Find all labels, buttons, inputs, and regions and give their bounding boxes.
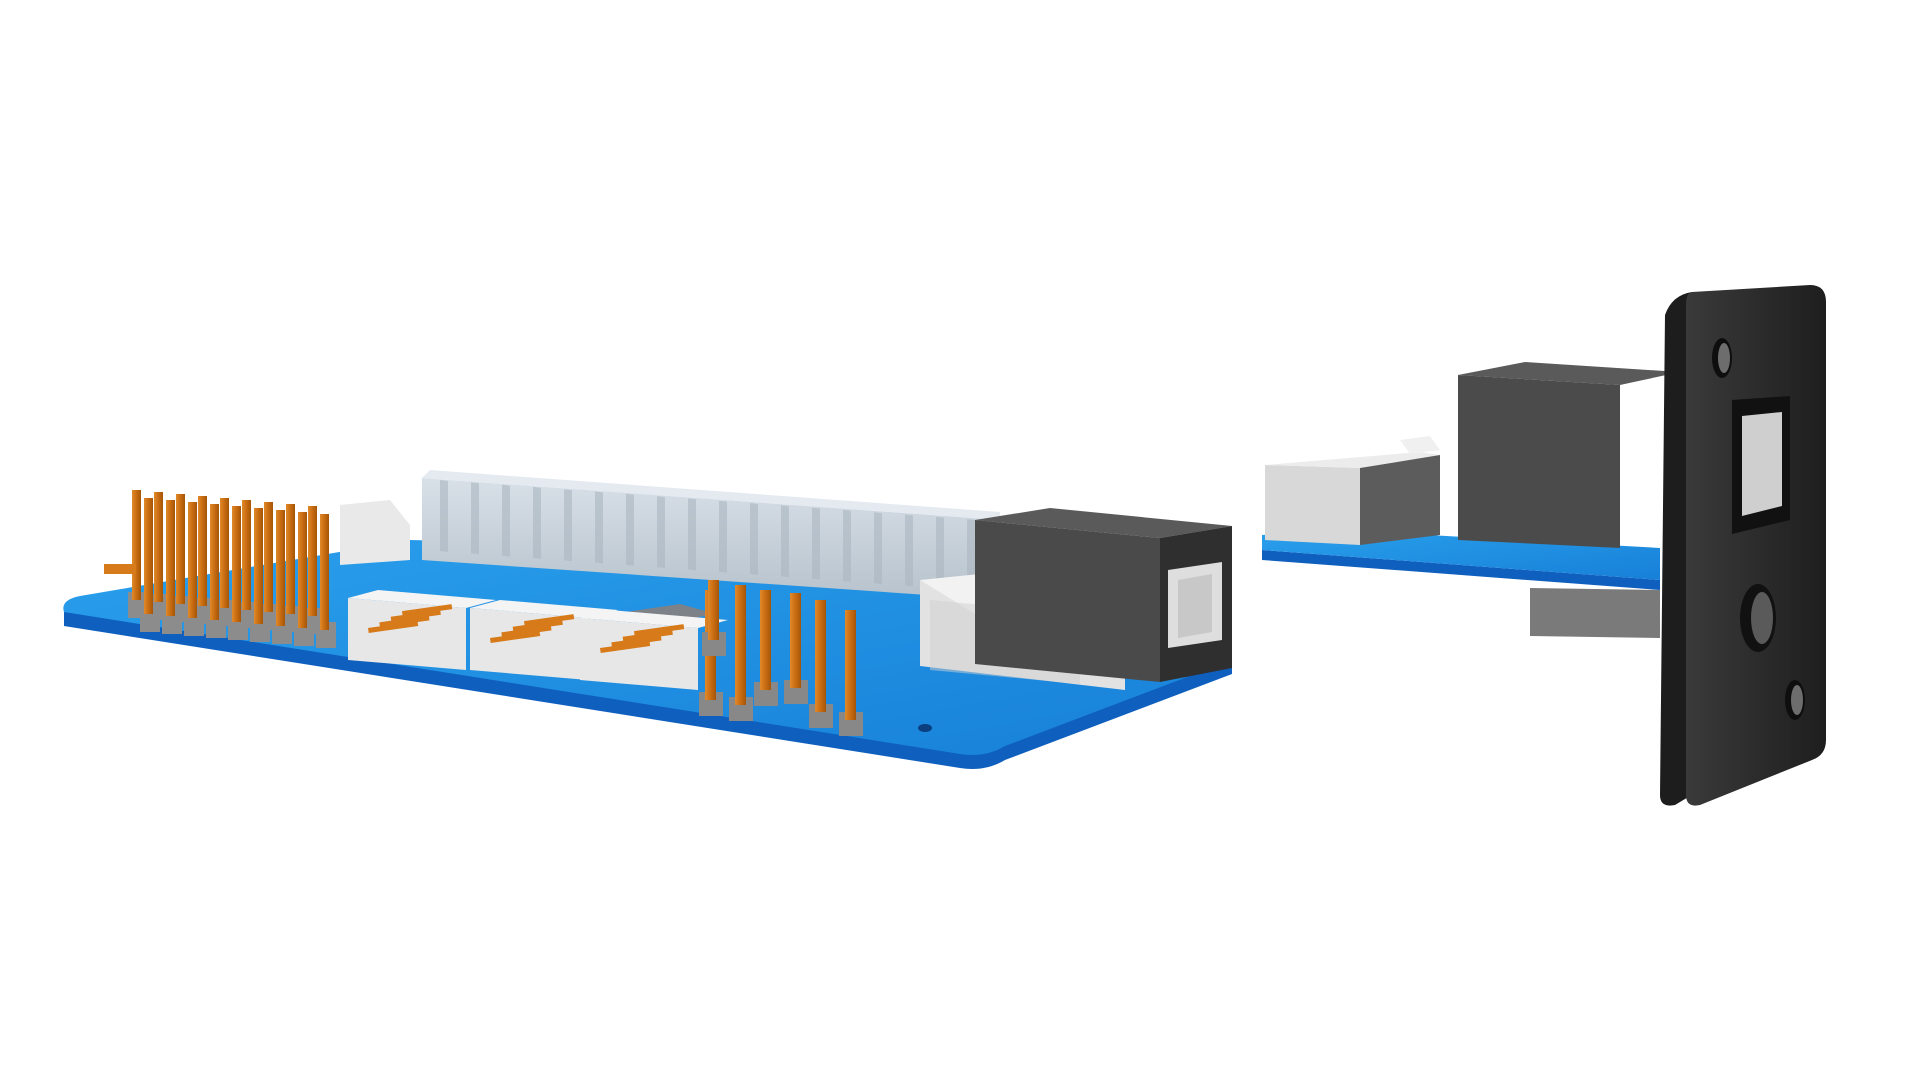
header-pin [176, 494, 185, 604]
header-pin [254, 508, 263, 624]
header-pin [154, 492, 163, 602]
terminal-ridge [874, 512, 882, 585]
terminal-ridge [533, 486, 541, 559]
jst-pin [622, 629, 673, 642]
jst-pin [390, 609, 441, 622]
jst-connector-top [580, 610, 728, 628]
jst-connector-body [470, 608, 588, 680]
header-pin [276, 510, 285, 626]
jst-connector-top [348, 590, 496, 608]
header-pin [144, 498, 153, 614]
header-pin [242, 500, 251, 610]
jst-pin [523, 614, 575, 627]
header-pin [166, 500, 175, 616]
terminal-block-strip [422, 470, 1000, 600]
terminal-ridge [471, 482, 479, 555]
rear-white-connector [340, 500, 410, 565]
panel-usb-housing-top [1458, 362, 1680, 385]
bezel-face [1686, 285, 1826, 806]
terminal-ridge [657, 496, 665, 569]
header-pin [264, 502, 273, 612]
header-pin [308, 506, 317, 616]
middle-pin-headers [699, 580, 863, 736]
usb-port-side [975, 520, 1160, 682]
panel-white-connector-top [1265, 452, 1440, 468]
panel-connector-side [1360, 455, 1440, 545]
terminal-ridge [812, 507, 820, 580]
header-pin [188, 502, 197, 618]
panel-pcb-edge [1262, 550, 1660, 590]
jst-pin [379, 615, 430, 628]
terminal-ridge [440, 480, 448, 552]
jst-pin [401, 604, 453, 617]
jst-pin [512, 619, 563, 632]
jst-pin [368, 621, 419, 633]
bezel-usb-insert [1742, 412, 1782, 516]
terminal-ridge [502, 484, 510, 557]
terminal-ridge [626, 493, 634, 566]
jst-pin [501, 625, 552, 638]
header-pin [708, 580, 719, 640]
header-pin [210, 504, 219, 620]
header-pin [790, 593, 801, 688]
header-pin [232, 506, 241, 622]
panel-mount-pcb [1262, 362, 1680, 638]
header-pin [298, 512, 307, 628]
panel-standoff [1530, 588, 1660, 638]
panel-bezel [1660, 285, 1826, 806]
jst-pin [600, 641, 651, 653]
jst-connector-top [470, 600, 618, 618]
pin-header-cluster [104, 490, 336, 648]
usb-b-port-main [975, 508, 1232, 682]
terminal-ridge [564, 489, 572, 562]
header-pin [815, 600, 826, 712]
terminal-ridge [936, 516, 944, 589]
jst-connector-body [580, 618, 698, 690]
terminal-block-top [422, 470, 1000, 520]
terminal-ridge [595, 491, 603, 564]
header-pin [845, 610, 856, 720]
header-pin [320, 514, 329, 630]
terminal-ridge [781, 505, 789, 578]
terminal-block-ridges [440, 480, 975, 592]
jst-connector-body [348, 598, 466, 670]
header-pin [760, 590, 771, 690]
terminal-ridge [750, 503, 758, 575]
terminal-ridge [719, 500, 727, 573]
terminal-ridge [688, 498, 696, 571]
jst-pin [633, 624, 685, 637]
header-pin [198, 496, 207, 606]
jst-connector-row [348, 590, 728, 690]
terminal-ridge [967, 519, 975, 592]
header-pin [132, 490, 141, 600]
jst-pin [489, 631, 541, 643]
terminal-ridge [905, 514, 913, 587]
terminal-ridge [843, 509, 851, 582]
header-pin [735, 585, 746, 705]
panel-white-connector-front [1265, 465, 1360, 545]
header-pin [286, 504, 295, 614]
jst-pin [611, 635, 662, 648]
header-pin [220, 498, 229, 608]
usb-port-top [975, 508, 1232, 538]
panel-usb-housing-side [1458, 375, 1620, 548]
bent-pin [104, 564, 136, 574]
mounting-hole [918, 724, 932, 732]
